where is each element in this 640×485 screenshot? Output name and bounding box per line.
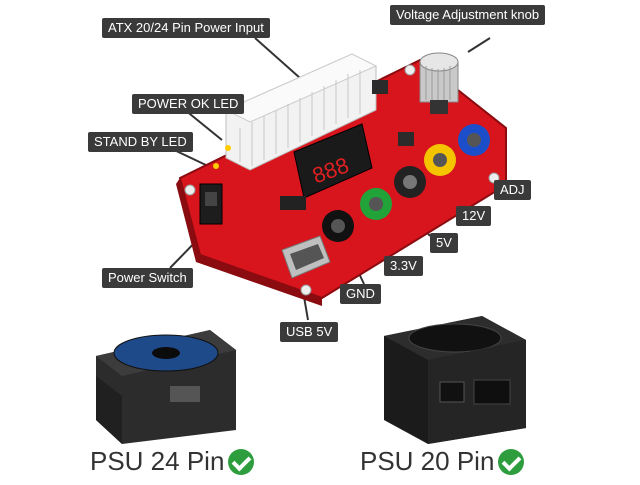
psu-20-image xyxy=(384,316,526,444)
callout-3-3v: 3.3V xyxy=(384,256,423,276)
power-ok-led xyxy=(225,145,231,151)
voltage-knob xyxy=(419,52,459,114)
binding-posts xyxy=(322,124,490,242)
power-ok-leader xyxy=(184,109,223,141)
callout-12v: 12V xyxy=(456,206,492,226)
knob-leader xyxy=(467,37,491,53)
button xyxy=(398,132,414,146)
atx-connector xyxy=(224,53,378,171)
callout-usb-5v: USB 5V xyxy=(280,322,339,342)
callout-adj: ADJ xyxy=(494,180,531,200)
check-icon xyxy=(228,448,255,475)
callout-power-ok-led: POWER OK LED xyxy=(132,94,245,114)
usb-port xyxy=(281,235,331,279)
atx-leader xyxy=(254,37,301,79)
power-switch-shape xyxy=(199,183,223,225)
standby-led xyxy=(213,163,219,169)
capacitor xyxy=(372,80,388,94)
callout-standby-led: STAND BY LED xyxy=(88,132,193,152)
label-psu-24: PSU 24 Pin xyxy=(90,446,255,477)
check-icon xyxy=(498,448,525,475)
callout-gnd: GND xyxy=(340,284,381,304)
callout-voltage-knob: Voltage Adjustment knob xyxy=(390,5,546,25)
psu-24-image xyxy=(96,330,236,444)
label-psu-20: PSU 20 Pin xyxy=(360,446,525,477)
callout-atx-input: ATX 20/24 Pin Power Input xyxy=(102,18,270,38)
chip xyxy=(280,196,306,210)
callout-power-switch: Power Switch xyxy=(102,268,193,288)
psu-20-text: PSU 20 Pin xyxy=(360,446,495,476)
callout-5v: 5V xyxy=(430,233,458,253)
psu-24-text: PSU 24 Pin xyxy=(90,446,225,476)
